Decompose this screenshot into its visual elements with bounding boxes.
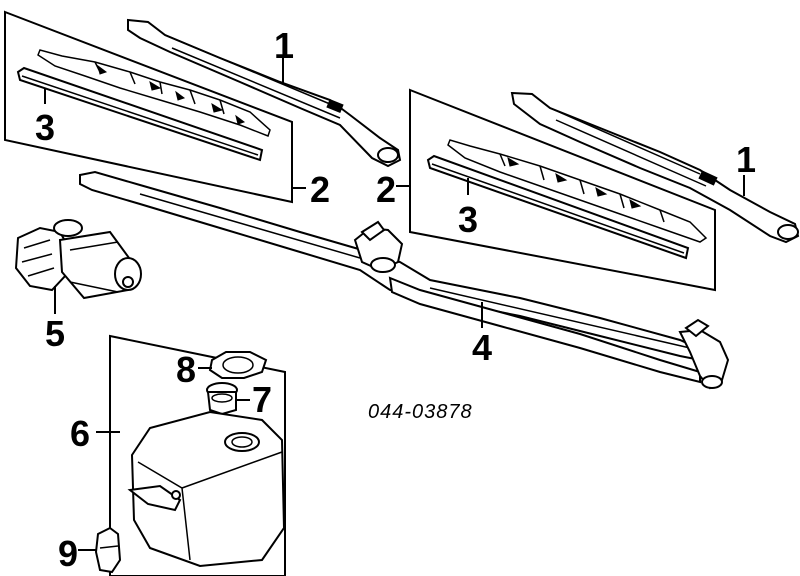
callout-blade-right: 2 bbox=[376, 169, 396, 210]
leader-lines bbox=[44, 58, 745, 551]
wiper-linkage bbox=[79, 170, 730, 390]
callout-blade-left: 2 bbox=[310, 169, 330, 210]
wiper-arm-right bbox=[510, 91, 800, 244]
callout-linkage: 4 bbox=[472, 327, 492, 368]
filler-gasket bbox=[208, 351, 268, 379]
callout-rubber-right: 3 bbox=[458, 199, 478, 240]
callout-rubber-left: 3 bbox=[35, 107, 55, 148]
blade-panel-left bbox=[4, 10, 293, 204]
callout-arm-left: 1 bbox=[274, 25, 294, 66]
wiper-motor bbox=[14, 219, 142, 300]
callout-arm-right: 1 bbox=[736, 139, 756, 180]
pump-clip bbox=[94, 526, 122, 574]
callout-gasket: 8 bbox=[176, 349, 196, 390]
callout-washer-tank: 6 bbox=[70, 413, 90, 454]
wiper-arm-left bbox=[127, 18, 402, 168]
callout-filter: 7 bbox=[252, 379, 272, 420]
blade-panel-right bbox=[409, 88, 716, 292]
filler-strainer bbox=[206, 382, 238, 416]
part-code-label: 044-03878 bbox=[368, 401, 473, 423]
washer-tank bbox=[127, 410, 286, 568]
callout-motor: 5 bbox=[45, 313, 65, 354]
callout-pump-clip: 9 bbox=[58, 533, 78, 574]
